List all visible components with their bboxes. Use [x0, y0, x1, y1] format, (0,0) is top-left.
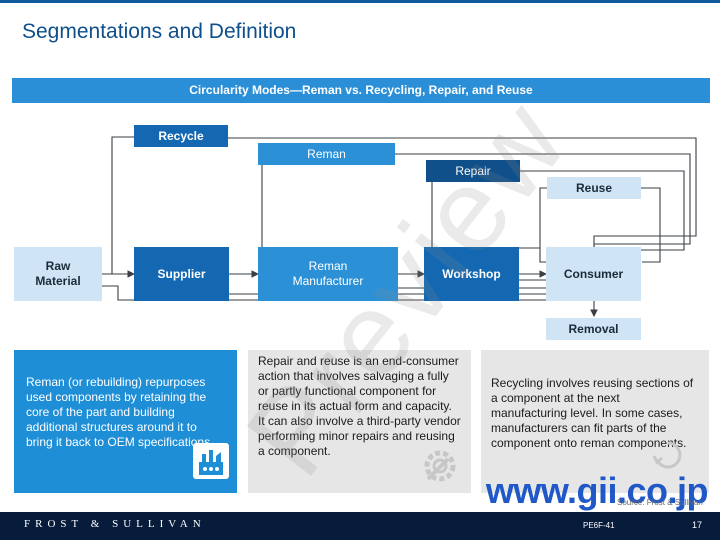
site-watermark: www.gii.co.jp	[485, 470, 709, 511]
reman-loop-label: Reman	[258, 143, 395, 165]
reman-panel-text: Reman (or rebuilding) repurposes used co…	[26, 375, 214, 449]
repair-loop-label: Repair	[426, 160, 520, 182]
recycle-loop-label: Recycle	[134, 125, 228, 147]
reuse-loop-label: Reuse	[547, 177, 641, 199]
raw-material-node: Raw Material	[14, 247, 102, 301]
diagram-banner: Circularity Modes—Reman vs. Recycling, R…	[12, 78, 710, 103]
top-rule	[0, 0, 720, 3]
repair-reuse-panel-text: Repair and reuse is an end-consumer acti…	[258, 354, 461, 458]
workshop-node: Workshop	[424, 247, 519, 301]
removal-node: Removal	[546, 318, 641, 340]
recycle-icon	[651, 438, 685, 476]
recycling-panel: Recycling involves reusing sections of a…	[481, 350, 709, 493]
reman-panel: Reman (or rebuilding) repurposes used co…	[14, 350, 237, 493]
factory-icon	[192, 442, 230, 484]
footer-bar	[0, 512, 720, 540]
page-title: Segmentations and Definition	[22, 20, 297, 43]
consumer-node: Consumer	[546, 247, 641, 301]
recycling-panel-text: Recycling involves reusing sections of a…	[491, 376, 694, 450]
supplier-node: Supplier	[134, 247, 229, 301]
reman-manufacturer-node: Reman Manufacturer	[258, 247, 398, 301]
source-note: Source: Frost & Sullivan	[617, 498, 703, 507]
wrench-gear-icon	[420, 446, 460, 490]
repair-reuse-panel: Repair and reuse is an end-consumer acti…	[248, 350, 471, 493]
document-code: PE6F-41	[583, 521, 615, 530]
brand-logo: FROST & SULLIVAN	[24, 518, 206, 530]
page-number: 17	[692, 520, 703, 530]
